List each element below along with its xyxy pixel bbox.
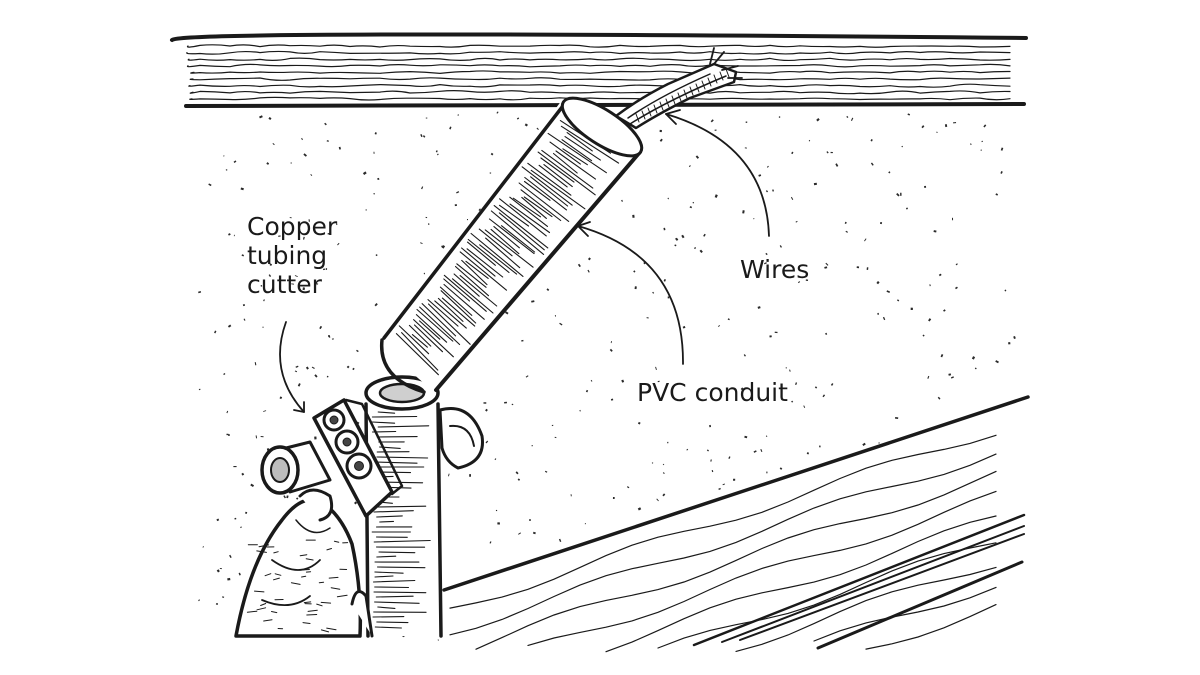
conduit-label: PVC conduit	[637, 378, 788, 407]
hand	[234, 488, 374, 638]
drywall-texture	[198, 111, 1016, 641]
cutter-label-line1: Copper	[247, 212, 338, 241]
vertical-pipe	[364, 375, 443, 638]
wires-label: Wires	[740, 255, 810, 284]
cutter-label-line2: tubing	[247, 241, 328, 270]
pvc-conduit	[379, 96, 644, 394]
wires	[614, 47, 743, 130]
cutter-arrowhead	[293, 401, 305, 413]
cutter-leader	[279, 321, 305, 413]
lower-wood-board	[442, 395, 1030, 660]
wires-arrowhead	[665, 109, 681, 125]
conduit-arrowhead	[577, 221, 591, 237]
leader-arrows	[279, 109, 770, 413]
copper-tubing-cutter	[260, 398, 484, 518]
wires-leader	[665, 113, 770, 237]
top-wood-joist	[170, 32, 1028, 108]
cutter-label: Copper tubing cutter	[247, 212, 337, 299]
conduit-leader	[577, 225, 684, 365]
cutter-label-line3: cutter	[247, 270, 322, 299]
